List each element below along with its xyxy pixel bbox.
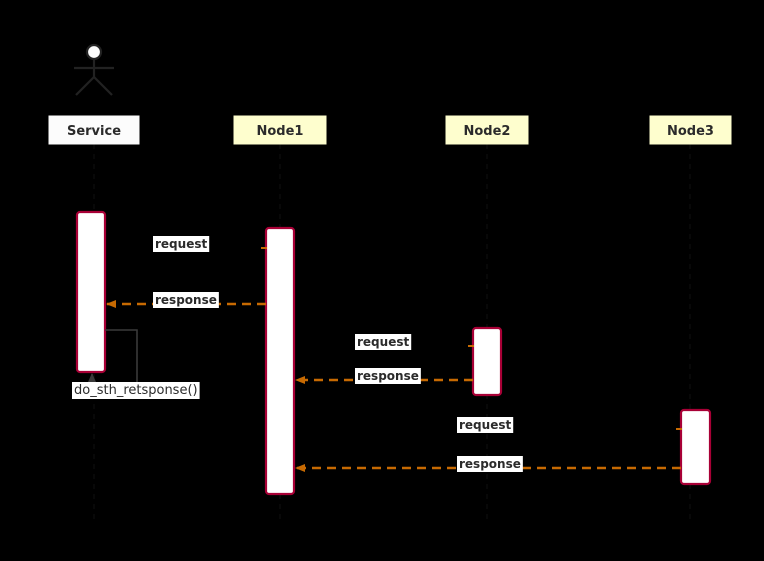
message-label-m6: request: [459, 418, 511, 432]
message-label-bg-m5: [355, 368, 421, 384]
participant-boxes-group: Service Node1 Node2 Node3: [48, 115, 732, 145]
participant-label-node2: Node2: [464, 124, 511, 139]
lifelines-group: [93, 144, 691, 520]
activation-bar-node1: [264, 226, 296, 496]
participant-box-node1[interactable]: [233, 115, 327, 145]
actor-figure-group: [74, 43, 114, 96]
message-label-bg-m1: [153, 236, 210, 252]
message-label-bg-m7: [457, 456, 523, 472]
participant-box-node3[interactable]: [649, 115, 732, 145]
message-label-m2: response: [155, 293, 217, 307]
message-label-bg-m4: [355, 334, 412, 350]
actor-head-icon: [85, 43, 103, 61]
participant-label-node3: Node3: [667, 124, 714, 139]
message-label-m5: response: [357, 369, 419, 383]
messages-group: [88, 247, 682, 472]
message-label-m3: do_sth_retsponse(): [74, 383, 198, 398]
actor-left-leg-icon: [75, 76, 95, 96]
message-labels-group: requestresponsedo_sth_retsponse()request…: [72, 236, 523, 472]
message-label-m1: request: [155, 237, 207, 251]
message-label-m4: request: [357, 335, 409, 349]
activation-bar-node2: [471, 326, 503, 397]
actor-right-leg-icon: [93, 76, 113, 96]
activation-bar-service: [75, 210, 107, 374]
participant-box-service[interactable]: [48, 115, 140, 145]
message-label-bg-m3: [72, 382, 200, 399]
message-label-m7: response: [459, 457, 521, 471]
message-label-bg-m6: [457, 417, 514, 433]
message-label-bg-m2: [153, 292, 219, 308]
activation-bar-node3: [679, 408, 712, 486]
participant-label-node1: Node1: [257, 124, 304, 139]
participant-label-service: Service: [67, 124, 121, 139]
activation-bars-group: [75, 210, 712, 496]
participant-box-node2[interactable]: [445, 115, 529, 145]
